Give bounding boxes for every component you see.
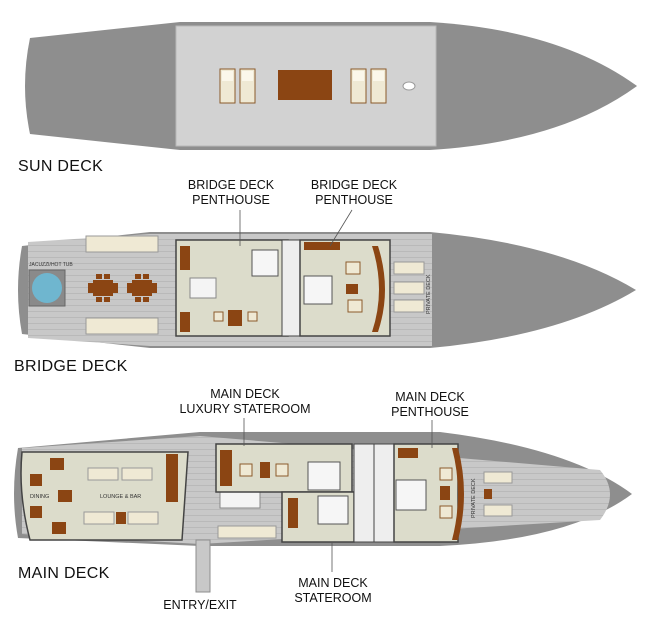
main-lower-sofas [217, 525, 277, 539]
jacuzzi-water [32, 273, 62, 303]
lounge-label: LOUNGE & BAR [100, 494, 141, 500]
sun-loungers-left [219, 68, 256, 104]
bridge-bed-a [251, 249, 279, 277]
main-stateroom-bed [317, 495, 349, 525]
bridge-bed-b [303, 275, 333, 305]
main-stateroom-callout: MAIN DECK STATEROOM [294, 576, 371, 606]
bridge-private-loungers [393, 261, 425, 313]
callout-line: MAIN DECK [395, 390, 465, 404]
bridge-deck-plan [18, 232, 636, 348]
bridge-private-deck-label: PRIVATE DECK [426, 274, 432, 314]
bridge-desk-a [228, 310, 242, 326]
sun-loungers-right [350, 68, 387, 104]
main-private-deck-label: PRIVATE DECK [471, 478, 477, 518]
callout-line: PENTHOUSE [391, 405, 469, 419]
callout-line: ENTRY/EXIT [163, 598, 237, 612]
entry-gangway [195, 539, 211, 593]
main-dining-furniture [30, 458, 72, 534]
sun-deck-title: SUN DECK [18, 158, 104, 175]
sun-deck-table [278, 70, 332, 100]
callout-line: BRIDGE DECK [310, 178, 398, 192]
bridge-dining-tables [88, 274, 157, 302]
main-private-loungers [483, 471, 513, 517]
callout-line: PENTHOUSE [315, 193, 393, 207]
sun-deck-plan [25, 22, 637, 150]
main-deck-plan [14, 432, 632, 593]
sun-deck-fixture [402, 81, 416, 91]
entry-exit-callout: ENTRY/EXIT [163, 598, 236, 613]
callout-line: MAIN DECK [210, 387, 280, 401]
main-luxury-callout: MAIN DECK LUXURY STATEROOM [179, 387, 310, 417]
main-penthouse-callout: MAIN DECK PENTHOUSE [391, 390, 469, 420]
callout-line: BRIDGE DECK [187, 178, 275, 192]
main-lounge-sofas [83, 467, 159, 525]
main-luxury-bed [307, 461, 341, 491]
callout-line: STATEROOM [294, 591, 372, 605]
bridge-bathroom [281, 239, 301, 337]
callout-line: LUXURY STATEROOM [179, 402, 311, 416]
jacuzzi-label: JACUZZI/HOT TUB [29, 262, 73, 268]
bridge-sofa-bottom [85, 317, 159, 335]
bridge-sofa-top [85, 235, 159, 253]
dining-label: DINING [30, 494, 49, 500]
bridge-penthouse-b-callout: BRIDGE DECK PENTHOUSE [311, 178, 397, 208]
main-bar-counter [166, 454, 178, 502]
bridge-deck-title: BRIDGE DECK [14, 358, 128, 375]
callout-leaders [239, 209, 433, 572]
main-deck-title: MAIN DECK [18, 565, 110, 582]
bridge-penthouse-a-callout: BRIDGE DECK PENTHOUSE [188, 178, 274, 208]
main-penthouse-bed [395, 479, 427, 511]
callout-line: MAIN DECK [298, 576, 368, 590]
callout-line: PENTHOUSE [192, 193, 270, 207]
bridge-stairs [189, 277, 217, 299]
